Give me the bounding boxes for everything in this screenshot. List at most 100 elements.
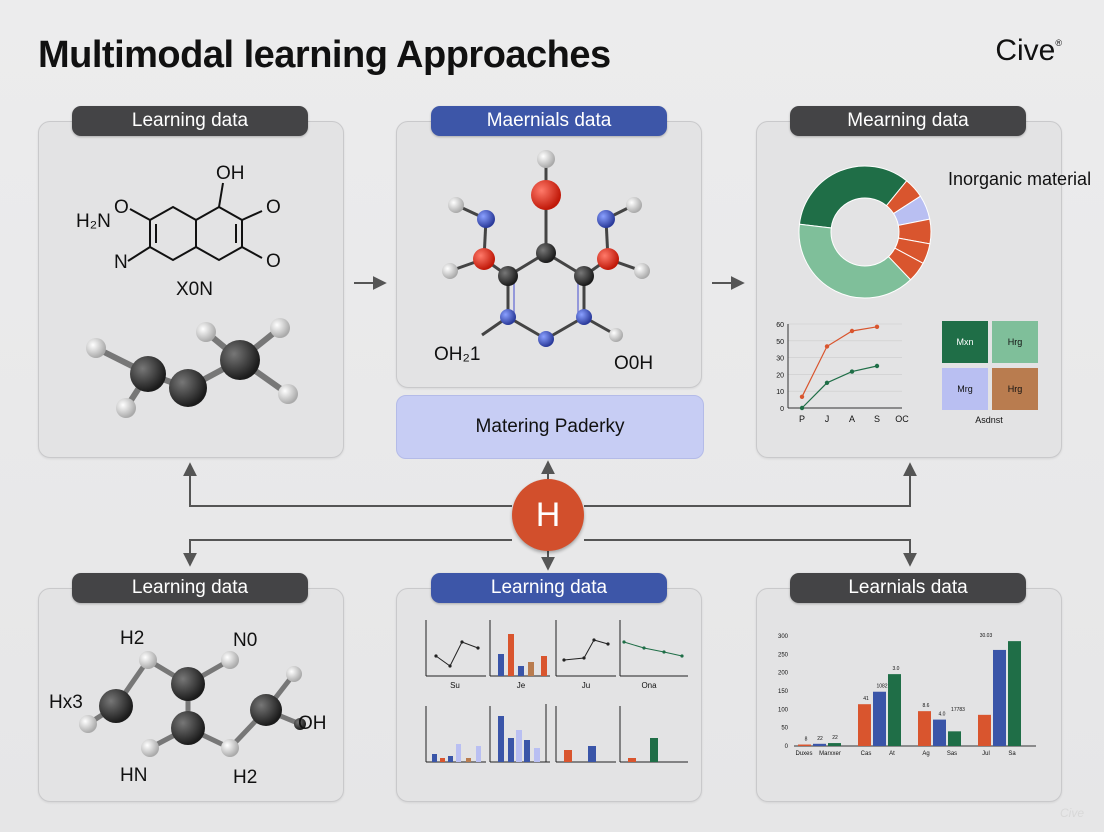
hub-to-bottom-left bbox=[183, 539, 512, 567]
bar bbox=[948, 731, 961, 746]
mini-xlabel-1: Su bbox=[450, 680, 460, 690]
x-tick-label: Marxxer bbox=[819, 751, 841, 757]
y-tick-label: 20 bbox=[776, 372, 784, 379]
value-label: 22 bbox=[817, 736, 823, 742]
bar bbox=[933, 719, 946, 746]
x-tick-label: Duxes bbox=[795, 751, 812, 757]
tiles-caption: Asdnst bbox=[975, 415, 1003, 425]
ball-stick-molecule bbox=[86, 318, 298, 418]
label-o-right-2: O bbox=[266, 251, 281, 272]
x-tick-label: J bbox=[825, 414, 830, 424]
bar bbox=[828, 743, 841, 746]
bar bbox=[873, 691, 886, 746]
label-oh-bottom: OH bbox=[298, 713, 327, 734]
bar bbox=[813, 743, 826, 746]
bar bbox=[918, 711, 931, 746]
y-tick-label: 150 bbox=[778, 689, 789, 695]
label-o-right-1: O bbox=[266, 197, 281, 218]
x-tick-label: P bbox=[799, 414, 805, 424]
brand-registered-mark: ® bbox=[1055, 38, 1062, 48]
label-h2n: H₂N bbox=[76, 211, 111, 232]
tile-4: Hrg bbox=[992, 368, 1038, 410]
donut-label: Inorganic material bbox=[948, 169, 1092, 189]
data-point bbox=[799, 405, 805, 411]
data-point bbox=[874, 363, 880, 369]
donut-slice bbox=[798, 223, 912, 299]
tile-3: Mrg bbox=[942, 368, 988, 410]
tile-1: Mxn bbox=[942, 321, 988, 363]
mini-charts-grid bbox=[425, 620, 688, 763]
series-line bbox=[801, 326, 878, 398]
x-tick-label: Jul bbox=[982, 751, 990, 757]
data-point bbox=[849, 328, 855, 334]
x-tick-label: Cas bbox=[861, 751, 872, 757]
label-n: N bbox=[114, 252, 128, 273]
label-h2-top: H2 bbox=[120, 628, 145, 649]
panel-top-mid-label: Maernials data bbox=[431, 106, 667, 136]
panel-bottom-right-label: Learnials data bbox=[790, 573, 1026, 603]
y-tick-label: 0 bbox=[785, 744, 789, 750]
data-point bbox=[874, 324, 880, 329]
tile-2: Hrg bbox=[992, 321, 1038, 363]
panel-top-left-label: Learning data bbox=[72, 106, 308, 136]
y-tick-label: 50 bbox=[781, 726, 788, 732]
label-o-left: O bbox=[114, 197, 129, 218]
x-tick-label: Ag bbox=[922, 751, 929, 757]
x-tick-label: Sa bbox=[1008, 751, 1016, 757]
mini-xlabel-3: Ju bbox=[581, 680, 591, 690]
hexagon-molecule-structure bbox=[127, 182, 263, 262]
label-hn: HN bbox=[120, 765, 148, 786]
x-tick-label: A bbox=[849, 414, 855, 424]
label-ooh: O0H bbox=[614, 353, 654, 374]
y-tick-label: 0 bbox=[780, 406, 784, 413]
data-point bbox=[824, 344, 830, 349]
value-label: 4.0 bbox=[939, 712, 946, 718]
y-tick-label: 200 bbox=[778, 671, 789, 677]
panel-top-right-label: Mearning data bbox=[790, 106, 1026, 136]
series-line bbox=[801, 365, 878, 409]
bar bbox=[978, 714, 991, 746]
x-tick-label: S bbox=[874, 414, 880, 424]
panel-bottom-mid-label: Learning data bbox=[431, 573, 667, 603]
value-label: 3.0 bbox=[893, 666, 900, 672]
label-oh: OH bbox=[216, 163, 245, 184]
label-oh2: OH₂1 bbox=[434, 344, 481, 365]
watermark: Cive bbox=[1059, 806, 1084, 820]
data-point bbox=[824, 380, 830, 385]
value-label: 8 bbox=[805, 737, 808, 743]
x-tick-label: OC bbox=[895, 414, 909, 424]
data-point bbox=[799, 394, 805, 399]
y-tick-label: 60 bbox=[776, 322, 784, 329]
bar bbox=[888, 674, 901, 746]
value-label: 8.6 bbox=[923, 703, 930, 709]
label-h2-bottom: H2 bbox=[233, 767, 258, 788]
bar bbox=[858, 704, 871, 746]
y-tick-label: 100 bbox=[778, 707, 789, 713]
panel-bottom-left-label: Learning data bbox=[72, 573, 308, 603]
brand-text: Cive bbox=[995, 34, 1056, 67]
mini-xlabel-2: Je bbox=[516, 680, 526, 690]
brand-logo: Cive® bbox=[995, 34, 1062, 68]
data-point bbox=[849, 369, 855, 374]
value-label: 17783 bbox=[951, 707, 965, 713]
x-tick-label: At bbox=[889, 751, 895, 757]
x-tick-label: Sas bbox=[947, 751, 957, 757]
label-no: N0 bbox=[233, 630, 258, 651]
page-title: Multimodal learning Approaches bbox=[38, 34, 611, 76]
panel-bottom-mid bbox=[396, 588, 702, 802]
caption-box: Matering Paderky bbox=[396, 395, 704, 459]
y-tick-label: 300 bbox=[778, 634, 789, 640]
value-label: 41 bbox=[863, 696, 869, 702]
hub-to-top-right bbox=[584, 462, 917, 507]
label-hx3: Hx3 bbox=[49, 692, 83, 713]
value-label: 30.03 bbox=[980, 633, 993, 639]
bar bbox=[993, 649, 1006, 746]
mini-xlabel-4: Ona bbox=[641, 680, 657, 690]
y-tick-label: 10 bbox=[776, 389, 784, 396]
value-label: 1082 bbox=[876, 684, 887, 690]
donut-slice bbox=[798, 165, 908, 229]
